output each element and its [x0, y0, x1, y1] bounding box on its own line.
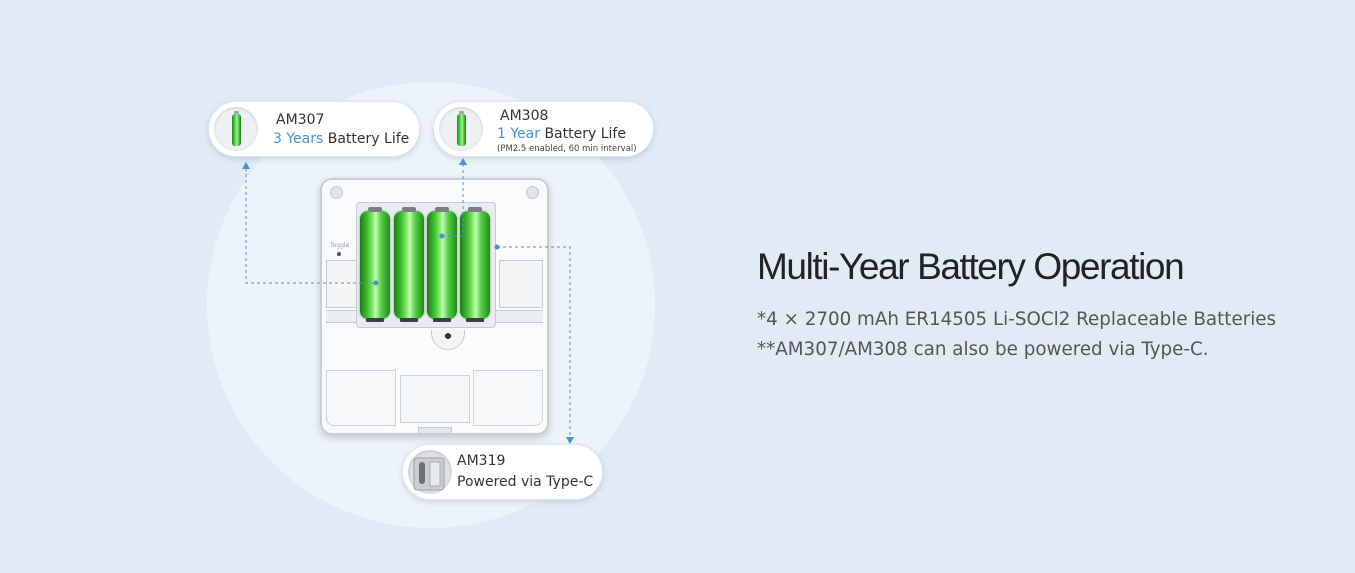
rail-right [496, 310, 543, 323]
screw-icon [330, 186, 343, 199]
callout-model: AM308 [500, 108, 549, 124]
callout-model: AM319 [457, 453, 506, 469]
page-title: Multi-Year Battery Operation [757, 246, 1185, 287]
lower-panel-left [326, 370, 396, 426]
battery-cell-icon [394, 207, 424, 322]
callout-am307: AM307 3 Years Battery Life [208, 101, 420, 157]
callout-thumb [439, 107, 483, 151]
side-latch-right [499, 260, 543, 308]
toggle-hole [337, 252, 341, 256]
bottom-slot [418, 427, 452, 433]
rail-left [326, 310, 356, 323]
battery-cell-icon [427, 207, 457, 322]
green-battery-icon [232, 111, 241, 146]
callout-battery-life: 3 Years Battery Life [273, 131, 409, 147]
battery-cell-icon [360, 207, 390, 322]
toggle-label: Toggle [330, 242, 350, 249]
spec-line-batteries: *4 × 2700 mAh ER14505 Li-SOCl2 Replaceab… [757, 309, 1277, 330]
callout-am319: AM319 Powered via Type-C [402, 444, 603, 500]
screw-icon [526, 186, 539, 199]
callout-thumb [408, 450, 452, 494]
release-tab [431, 330, 465, 350]
callout-am308: AM308 1 Year Battery Life (PM2.5 enabled… [433, 101, 654, 157]
callout-model: AM307 [276, 112, 325, 128]
callout-power: Powered via Type-C [457, 474, 594, 490]
usb-type-c-port-icon [413, 457, 445, 491]
sensor-device-back: Toggle [320, 178, 549, 435]
callout-years: 1 Year [497, 126, 540, 142]
green-battery-icon [457, 111, 466, 146]
callout-battery-life: 1 Year Battery Life [497, 126, 626, 142]
lower-panel-right [473, 370, 543, 426]
callout-thumb [214, 107, 258, 151]
battery-cell-icon [460, 207, 490, 322]
label-plate [400, 375, 470, 423]
callout-note: (PM2.5 enabled, 60 min interval) [497, 144, 637, 154]
arrow-up-icon [242, 162, 250, 169]
battery-bay [356, 202, 496, 328]
callout-life-label: Battery Life [327, 131, 410, 147]
callout-life-label: Battery Life [544, 126, 626, 142]
callout-years: 3 Years [273, 131, 324, 147]
spec-line-type-c: **AM307/AM308 can also be powered via Ty… [757, 339, 1209, 360]
